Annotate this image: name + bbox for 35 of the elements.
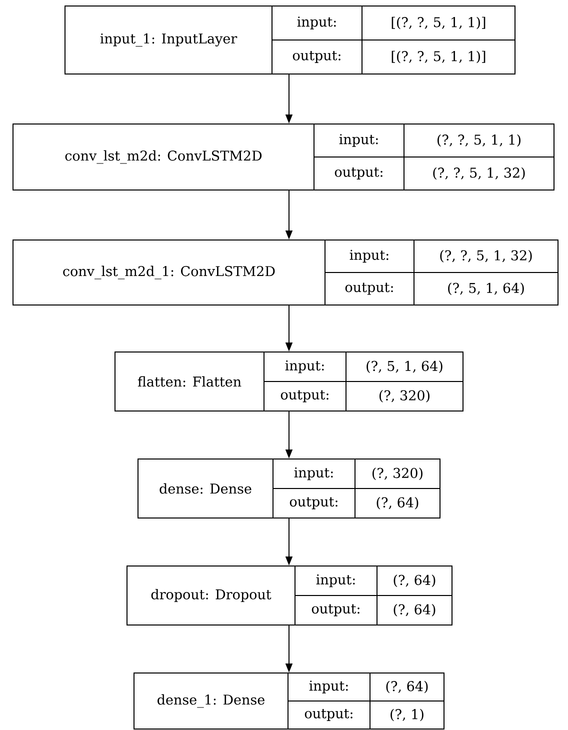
layer-name-cell: input_1: InputLayer [64,6,272,74]
table-cell: input: [288,672,370,702]
table-cell: (?, ?, 5, 1, 32) [404,156,554,190]
layer-name-cell: dropout: Dropout [126,566,296,626]
layer-name-cell: dense: Dense [138,458,274,518]
table-cell: (?, ?, 5, 1, 1) [404,124,554,158]
table-cell: [(?, ?, 5, 1, 1)] [362,6,516,40]
table-cell: (?, 320) [354,458,440,489]
table-cell: input: [272,6,362,40]
table-cell: output: [314,156,404,190]
layer-name-cell: dense_1: Dense [134,672,288,730]
table-cell: (?, 1) [370,700,444,730]
table-cell: output: [288,700,370,730]
table-cell: output: [272,488,356,518]
layer-name-cell: conv_lst_m2d: ConvLSTM2D [12,124,314,190]
table-cell: input: [294,566,378,596]
table-cell: (?, 64) [376,595,452,626]
table-cell: output: [324,272,414,306]
table-cell: (?, 64) [354,488,440,518]
table-cell: input: [272,458,356,489]
table-cell: (?, ?, 5, 1, 32) [414,240,558,273]
table-cell: input: [264,352,346,382]
table-cell: output: [272,40,362,74]
table-cell: (?, 320) [346,381,464,412]
table-cell: input: [314,124,404,158]
table-cell: [(?, ?, 5, 1, 1)] [362,40,516,74]
table-cell: (?, 64) [370,672,444,702]
layer-name-cell: conv_lst_m2d_1: ConvLSTM2D [12,240,326,306]
table-cell: output: [264,381,346,412]
table-cell: input: [324,240,414,273]
table-cell: (?, 64) [376,566,452,596]
table-cell: (?, 5, 1, 64) [346,352,464,382]
table-cell: (?, 5, 1, 64) [414,272,558,306]
table-cell: output: [294,595,378,626]
layer-name-cell: flatten: Flatten [114,352,264,412]
